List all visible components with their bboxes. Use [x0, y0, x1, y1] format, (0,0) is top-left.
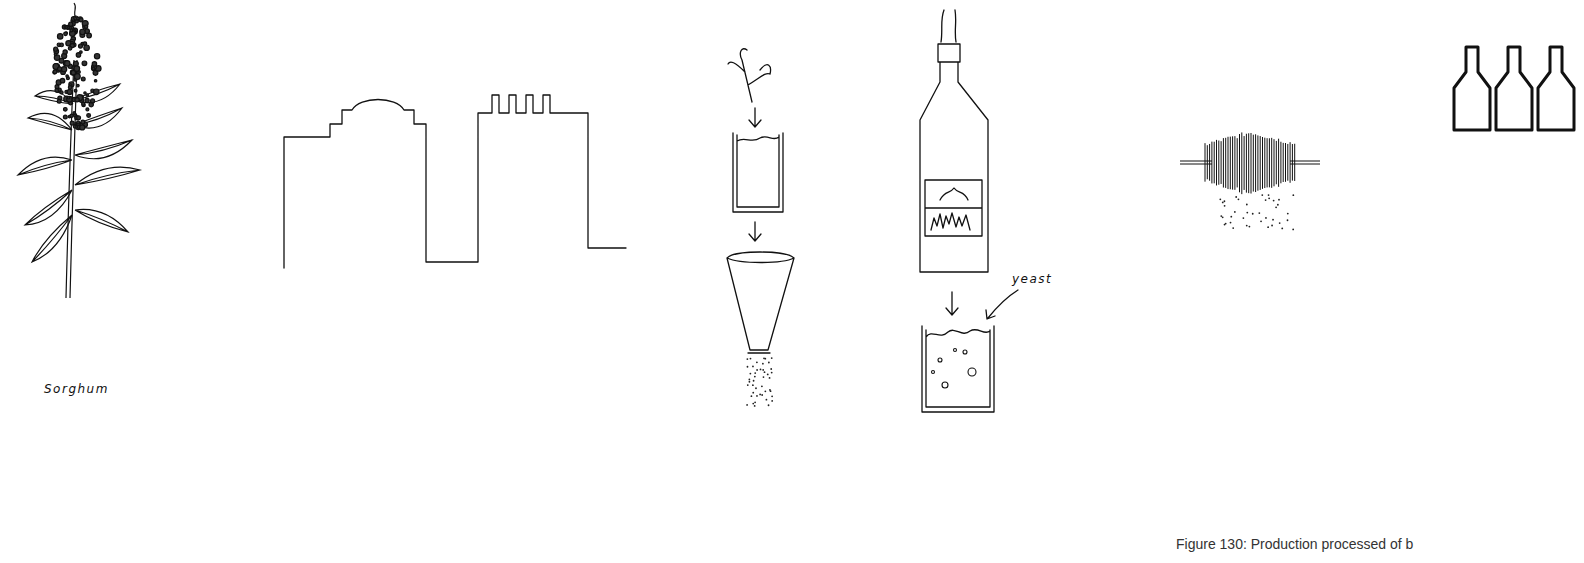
seed-head	[57, 99, 61, 103]
arrow-down	[946, 292, 958, 315]
seed-head	[60, 78, 65, 83]
still-bottle	[920, 10, 988, 272]
seed-head	[91, 99, 95, 103]
seed-head	[82, 61, 87, 66]
sorghum-plant	[18, 3, 140, 298]
leaf	[74, 84, 120, 103]
seed-head	[67, 89, 72, 94]
seed-head	[85, 98, 89, 102]
seed-head	[94, 79, 96, 81]
filtered-grain	[746, 357, 773, 407]
small-plant	[728, 49, 771, 102]
seed-head	[87, 33, 92, 38]
beer-bottles	[1454, 47, 1574, 130]
bubbles	[932, 349, 977, 389]
seed-head	[64, 32, 68, 36]
leaf	[18, 157, 72, 175]
seed-head	[69, 22, 73, 26]
ingredient-label: yeast	[1012, 272, 1052, 286]
stem	[66, 60, 77, 298]
still-grain	[940, 188, 968, 200]
arrow-yeast	[986, 290, 1018, 319]
funnel	[727, 252, 794, 353]
seed-head	[77, 121, 80, 124]
seed-head	[70, 39, 75, 44]
seed-head	[68, 86, 71, 89]
seed-head	[62, 67, 67, 72]
seed-head	[59, 58, 64, 63]
leaf	[32, 215, 72, 262]
seed-head	[94, 53, 99, 58]
leaf	[75, 209, 128, 232]
seed-head	[63, 115, 67, 119]
seed-head	[84, 43, 87, 46]
seed-head	[71, 41, 74, 44]
seed-head	[74, 89, 77, 92]
seed-head	[67, 96, 70, 99]
seed-head	[53, 70, 57, 74]
vessel	[733, 133, 783, 212]
leaf	[75, 167, 140, 185]
seed-head	[57, 34, 62, 39]
seed-head	[60, 43, 64, 47]
seed-head	[86, 94, 89, 97]
seed-head	[63, 50, 67, 54]
seed-head	[92, 62, 96, 66]
plant-label: Sorghum	[44, 382, 109, 396]
seed-head	[87, 114, 91, 118]
seed-head	[81, 120, 85, 124]
seed-head	[64, 108, 67, 111]
seed-head	[80, 125, 85, 130]
seed-head	[54, 47, 58, 51]
seed-head	[70, 70, 75, 75]
sieve-pattern	[1180, 132, 1320, 230]
seed-head	[83, 42, 86, 45]
factory-silhouette	[284, 95, 626, 268]
seed-head	[68, 47, 72, 51]
seed-head	[81, 77, 85, 81]
still-flame	[931, 213, 970, 230]
seed-head	[60, 91, 63, 94]
seed-head	[73, 112, 76, 115]
tip	[74, 3, 76, 18]
seed-head	[77, 116, 81, 120]
seed-head	[70, 29, 73, 32]
seed-head	[80, 29, 85, 34]
seed-head	[78, 44, 82, 48]
seed-head	[79, 18, 83, 22]
seed-head	[82, 103, 85, 106]
seed-head	[54, 53, 57, 56]
leaf	[25, 190, 72, 225]
arrow-down	[749, 222, 761, 241]
seed-head	[70, 121, 74, 125]
seed-head	[75, 98, 79, 102]
figure-caption: Figure 130: Production processed of b	[1176, 536, 1413, 552]
seed-head	[77, 84, 80, 87]
seed-head	[70, 114, 73, 117]
seed-head	[93, 89, 99, 95]
seed-head	[65, 61, 70, 66]
arrow-down	[749, 108, 761, 127]
seed-head	[85, 25, 88, 28]
ferment-vessel	[922, 326, 994, 412]
seed-head	[92, 67, 95, 70]
seed-head	[63, 108, 67, 112]
seed-head	[80, 51, 83, 54]
seed-head	[53, 71, 56, 74]
seed-head	[66, 75, 68, 77]
seed-head	[82, 102, 85, 105]
leaf	[28, 113, 72, 130]
seed-head	[71, 70, 75, 74]
leaf	[75, 140, 132, 159]
seed-head	[86, 108, 89, 111]
